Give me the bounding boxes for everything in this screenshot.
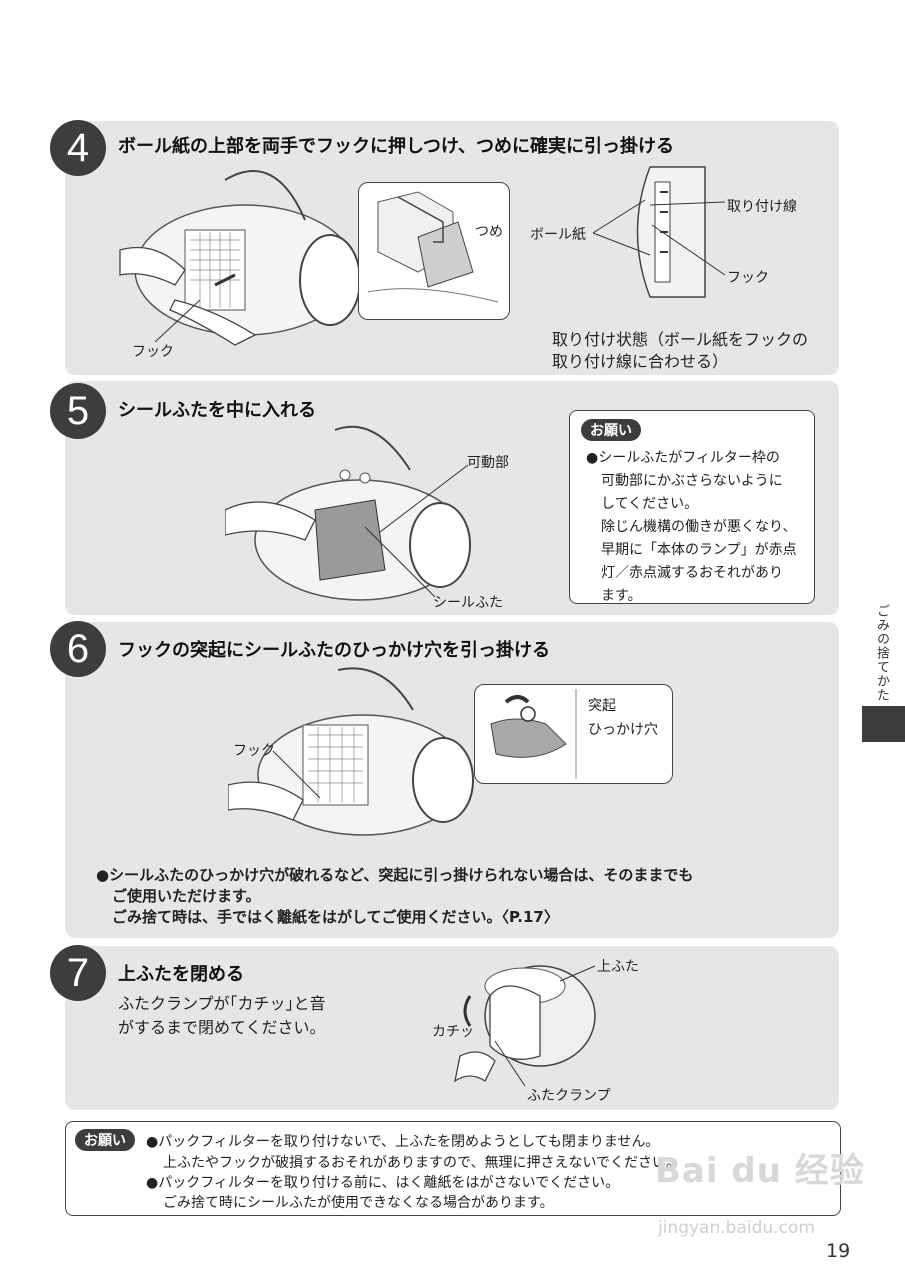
watermark-url: jingyan.baidu.com <box>658 1218 815 1238</box>
step-6-note-line-1: ●シールふたのひっかけ穴が破れるなど、突起に引っ掛けられない場合は、そのままでも <box>96 866 694 884</box>
step-4-ball-paper-label: ボール紙 <box>530 227 586 243</box>
step-7-number: 7 <box>50 945 106 1001</box>
step-4-number: 4 <box>50 120 106 176</box>
bottom-request-badge: お願い <box>75 1129 135 1151</box>
step-6-leader-line <box>272 750 321 799</box>
step-6-note-line-2: ご使用いただけます。 <box>112 887 261 905</box>
step-7-vacuum-illustration <box>454 965 596 1087</box>
step-5-leader-lines <box>364 464 469 598</box>
step-5-title: シールふたを中に入れる <box>118 400 316 421</box>
step-5-request-line-5: 早期に「本体のランプ」が赤点 <box>601 542 797 558</box>
step-7-click-label: カチッ <box>432 1024 474 1040</box>
step-5-seal-lid-label: シールふた <box>433 595 503 611</box>
step-7-desc-line-2: がするまで閉めてください。 <box>118 1018 326 1037</box>
step-4-hook-label-left: フック <box>132 344 174 360</box>
page-number: 19 <box>826 1240 851 1262</box>
step-6-title: フックの突起にシールふたのひっかけ穴を引っ掛ける <box>118 640 550 661</box>
step-7-lid-clamp-label: ふたクランプ <box>527 1088 611 1104</box>
bottom-request-line-3: ●パックフィルターを取り付ける前に、はく離紙をはがさないでください。 <box>146 1175 620 1191</box>
bottom-request-line-2: 上ふたやフックが破損するおそれがありますので、無理に押さえないでください。 <box>163 1155 681 1171</box>
step-4-leader-lines <box>592 199 726 276</box>
step-5-movable-label: 可動部 <box>467 455 509 471</box>
step-7-desc-line-1: ふたクランプが｢カチッ｣と音 <box>118 994 326 1013</box>
step-5-vacuum-illustration <box>225 425 471 601</box>
step-4-caption-line-2: 取り付け線に合わせる） <box>552 352 729 371</box>
step-4-caption-line-1: 取り付け状態（ボール紙をフックの <box>552 330 809 349</box>
step-5-request-line-6: 灯／赤点滅するおそれがあり <box>601 565 783 581</box>
side-tab-marker <box>862 706 905 742</box>
step-6-protrusion-label: 突起 <box>588 698 616 714</box>
step-5-request-box <box>569 410 815 604</box>
step-6-note-line-3: ごみ捨て時は、手ではく離紙をはがしてご使用ください。〈P.17〉 <box>112 908 559 926</box>
step-6-vacuum-illustration <box>228 667 474 836</box>
step-6-number: 6 <box>50 621 106 677</box>
step-4-tsume-label: つめ <box>475 224 503 240</box>
step-5-request-line-3: してください。 <box>601 496 699 512</box>
step-7-panel <box>65 946 839 1110</box>
step-6-hook-label: フック <box>233 743 275 759</box>
step-6-zoom-illustration <box>490 689 577 779</box>
step-4-hook-label-right: フック <box>727 270 769 286</box>
bottom-request-box <box>65 1121 841 1216</box>
step-5-request-line-2: 可動部にかぶさらないように <box>601 473 783 489</box>
step-5-request-line-1: ●シールふたがフィルター枠の <box>586 450 780 466</box>
step-7-title: 上ふたを閉める <box>118 964 244 985</box>
step-6-hook-hole-label: ひっかけ穴 <box>588 722 658 738</box>
step-4-attach-line-label: 取り付け線 <box>727 199 797 215</box>
bottom-request-line-1: ●パックフィルターを取り付けないで、上ふたを閉めようとしても閉まりません。 <box>146 1134 660 1150</box>
step-5-request-line-7: ます。 <box>601 588 642 604</box>
bottom-request-line-4: ごみ捨て時にシールふたが使用できなくなる場合があります。 <box>163 1195 554 1211</box>
step-4-zoom-illustration <box>367 191 499 303</box>
step-4-side-illustration <box>636 166 706 298</box>
step-5-request-line-4: 除じん機構の働きが悪くなり、 <box>601 519 797 535</box>
side-tab-label: ごみの捨てかた <box>874 604 889 702</box>
step-4-title: ボール紙の上部を両手でフックに押しつけ、つめに確実に引っ掛ける <box>118 136 675 157</box>
step-5-number: 5 <box>50 383 106 439</box>
step-7-top-lid-label: 上ふた <box>597 959 639 975</box>
step-4-vacuum-illustration <box>119 170 361 346</box>
step-5-request-badge: お願い <box>581 419 641 441</box>
watermark-logo: Bai du 经验 <box>655 1151 865 1191</box>
